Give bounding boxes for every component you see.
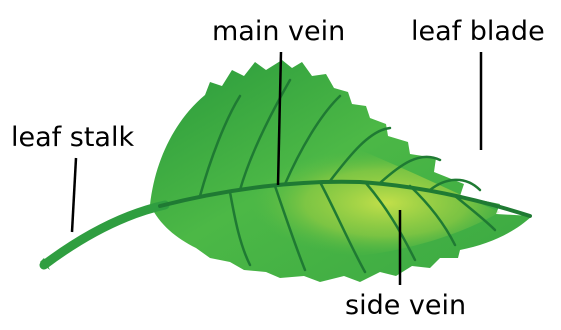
side-vein-label: side vein xyxy=(345,292,466,319)
leaf-blade-label: leaf blade xyxy=(411,18,545,45)
main-vein-label: main vein xyxy=(212,18,345,45)
leaf-stalk-label: leaf stalk xyxy=(11,124,134,151)
leaf-stalk-pointer xyxy=(72,158,76,232)
leaf-stalk-shape xyxy=(44,205,165,265)
